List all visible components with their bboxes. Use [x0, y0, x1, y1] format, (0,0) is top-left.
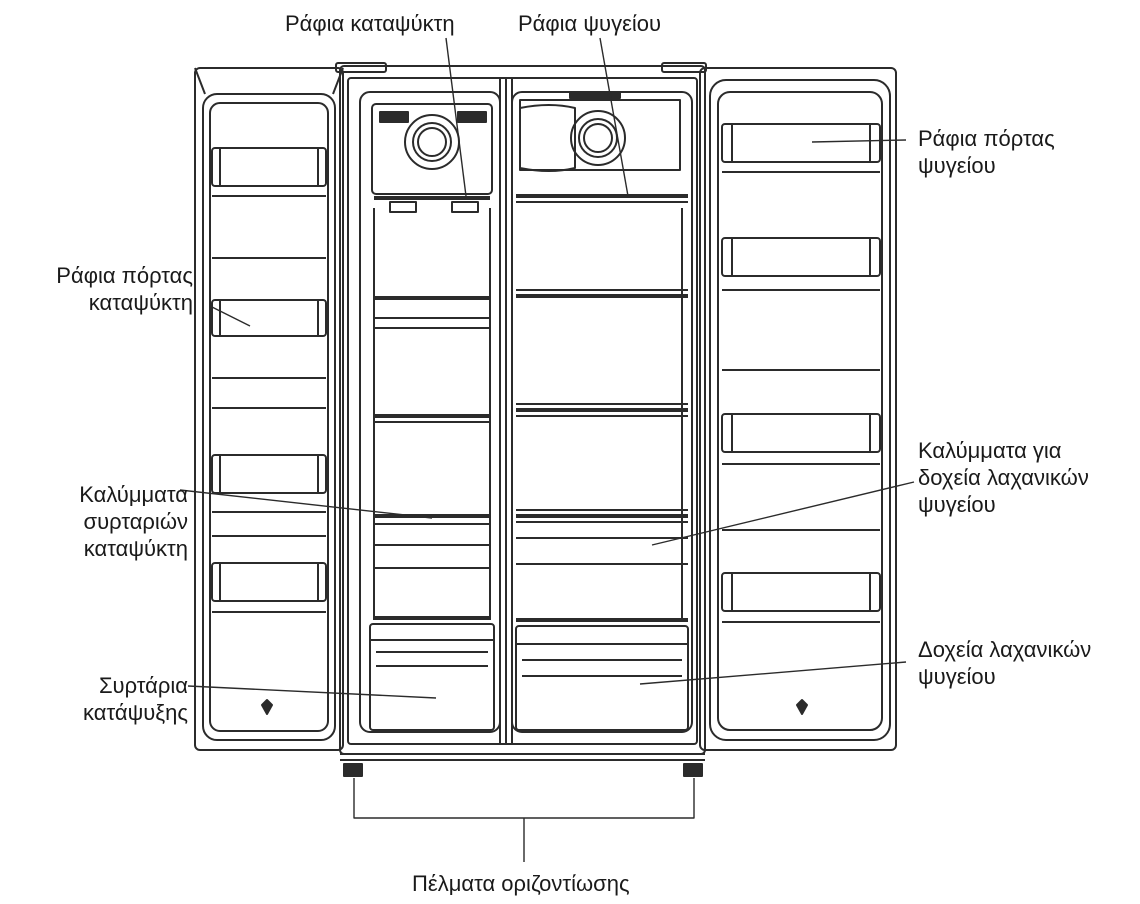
label-fridge-crispers-line-1: Δοχεία λαχανικών	[918, 637, 1092, 662]
label-freezer-shelves-line-1: Ράφια καταψύκτη	[285, 11, 455, 36]
freezer-compartment	[359, 91, 501, 733]
fridge-shelf-1	[516, 194, 688, 291]
leader-lines	[179, 37, 915, 862]
label-fridge-crisper-covers-line-2: δοχεία λαχανικών	[918, 465, 1089, 490]
freezer-shelf-3	[374, 414, 490, 423]
fridge-door-lock-icon	[796, 699, 808, 715]
label-fridge-door-shelves: Ράφια πόρτας ψυγείου	[918, 125, 1055, 179]
label-fridge-shelves-line-1: Ράφια ψυγείου	[518, 11, 662, 36]
label-freezer-drawer-covers: Καλύμματα συρταριών καταψύκτη	[79, 481, 188, 562]
label-freezer-shelves: Ράφια καταψύκτη	[285, 10, 455, 37]
leader-freezer-shelves	[445, 37, 467, 197]
fridge-door	[699, 67, 897, 751]
freezer-shelf-1	[374, 196, 490, 213]
label-leveling-feet: Πέλματα οριζοντίωσης	[412, 870, 630, 897]
label-freezer-drawers: Συρτάρια κατάψυξης	[83, 672, 188, 726]
label-leveling-feet-line-1: Πέλματα οριζοντίωσης	[412, 871, 630, 896]
leveling-feet	[340, 759, 705, 777]
label-fridge-crisper-covers: Καλύμματα για δοχεία λαχανικών ψυγείου	[918, 437, 1089, 518]
label-fridge-door-shelves-line-1: Ράφια πόρτας	[918, 126, 1055, 151]
freezer-door-shelf-2	[211, 299, 327, 409]
fridge-crisper-cover	[516, 514, 688, 622]
label-fridge-crisper-covers-line-3: ψυγείου	[918, 492, 996, 517]
leader-freezer-drawer-covers	[179, 489, 433, 519]
fridge-crisper	[515, 625, 689, 731]
leader-leveling-feet	[353, 778, 695, 862]
leader-freezer-door-shelves	[209, 305, 251, 327]
label-fridge-shelves: Ράφια ψυγείου	[518, 10, 661, 37]
fridge-door-shelf-3	[721, 413, 881, 531]
label-fridge-door-shelves-line-2: ψυγείου	[918, 153, 996, 178]
label-freezer-door-shelves-line-1: Ράφια πόρτας	[56, 263, 193, 288]
freezer-door-shelf-3	[211, 454, 327, 537]
fridge-shelf-3	[516, 408, 688, 511]
leader-fridge-door-shelves	[811, 139, 907, 143]
label-freezer-drawer-covers-line-2: συρταριών	[83, 509, 189, 534]
leader-fridge-shelves	[599, 37, 629, 197]
freezer-shelf-2	[374, 296, 490, 329]
label-freezer-drawers-line-1: Συρτάρια	[98, 673, 188, 698]
label-freezer-drawer-covers-line-3: καταψύκτη	[83, 536, 188, 561]
leader-fridge-crispers	[639, 661, 907, 685]
leader-freezer-drawers	[187, 685, 437, 699]
fridge-shelf-2	[516, 294, 688, 405]
fridge-door-shelf-4	[721, 572, 881, 623]
label-freezer-drawer-covers-line-1: Καλύμματα	[79, 482, 188, 507]
label-freezer-door-shelves: Ράφια πόρτας καταψύκτη	[56, 262, 193, 316]
leader-fridge-crisper-covers	[651, 481, 915, 546]
freezer-drawer	[369, 623, 495, 731]
fridge-compartment	[511, 91, 693, 733]
label-freezer-drawers-line-2: κατάψυξης	[83, 700, 188, 725]
label-fridge-crisper-covers-line-1: Καλύμματα για	[918, 438, 1062, 463]
fridge-door-shelf-1	[721, 123, 881, 173]
label-fridge-crispers: Δοχεία λαχανικών ψυγείου	[918, 636, 1091, 690]
freezer-door-shelf-1	[211, 147, 327, 259]
label-freezer-door-shelves-line-2: καταψύκτη	[88, 290, 193, 315]
label-fridge-crispers-line-2: ψυγείου	[918, 664, 996, 689]
freezer-drawer-cover	[374, 514, 490, 620]
freezer-door-lock-icon	[261, 699, 273, 715]
fridge-door-shelf-2	[721, 237, 881, 371]
freezer-door-shelf-4	[211, 562, 327, 613]
